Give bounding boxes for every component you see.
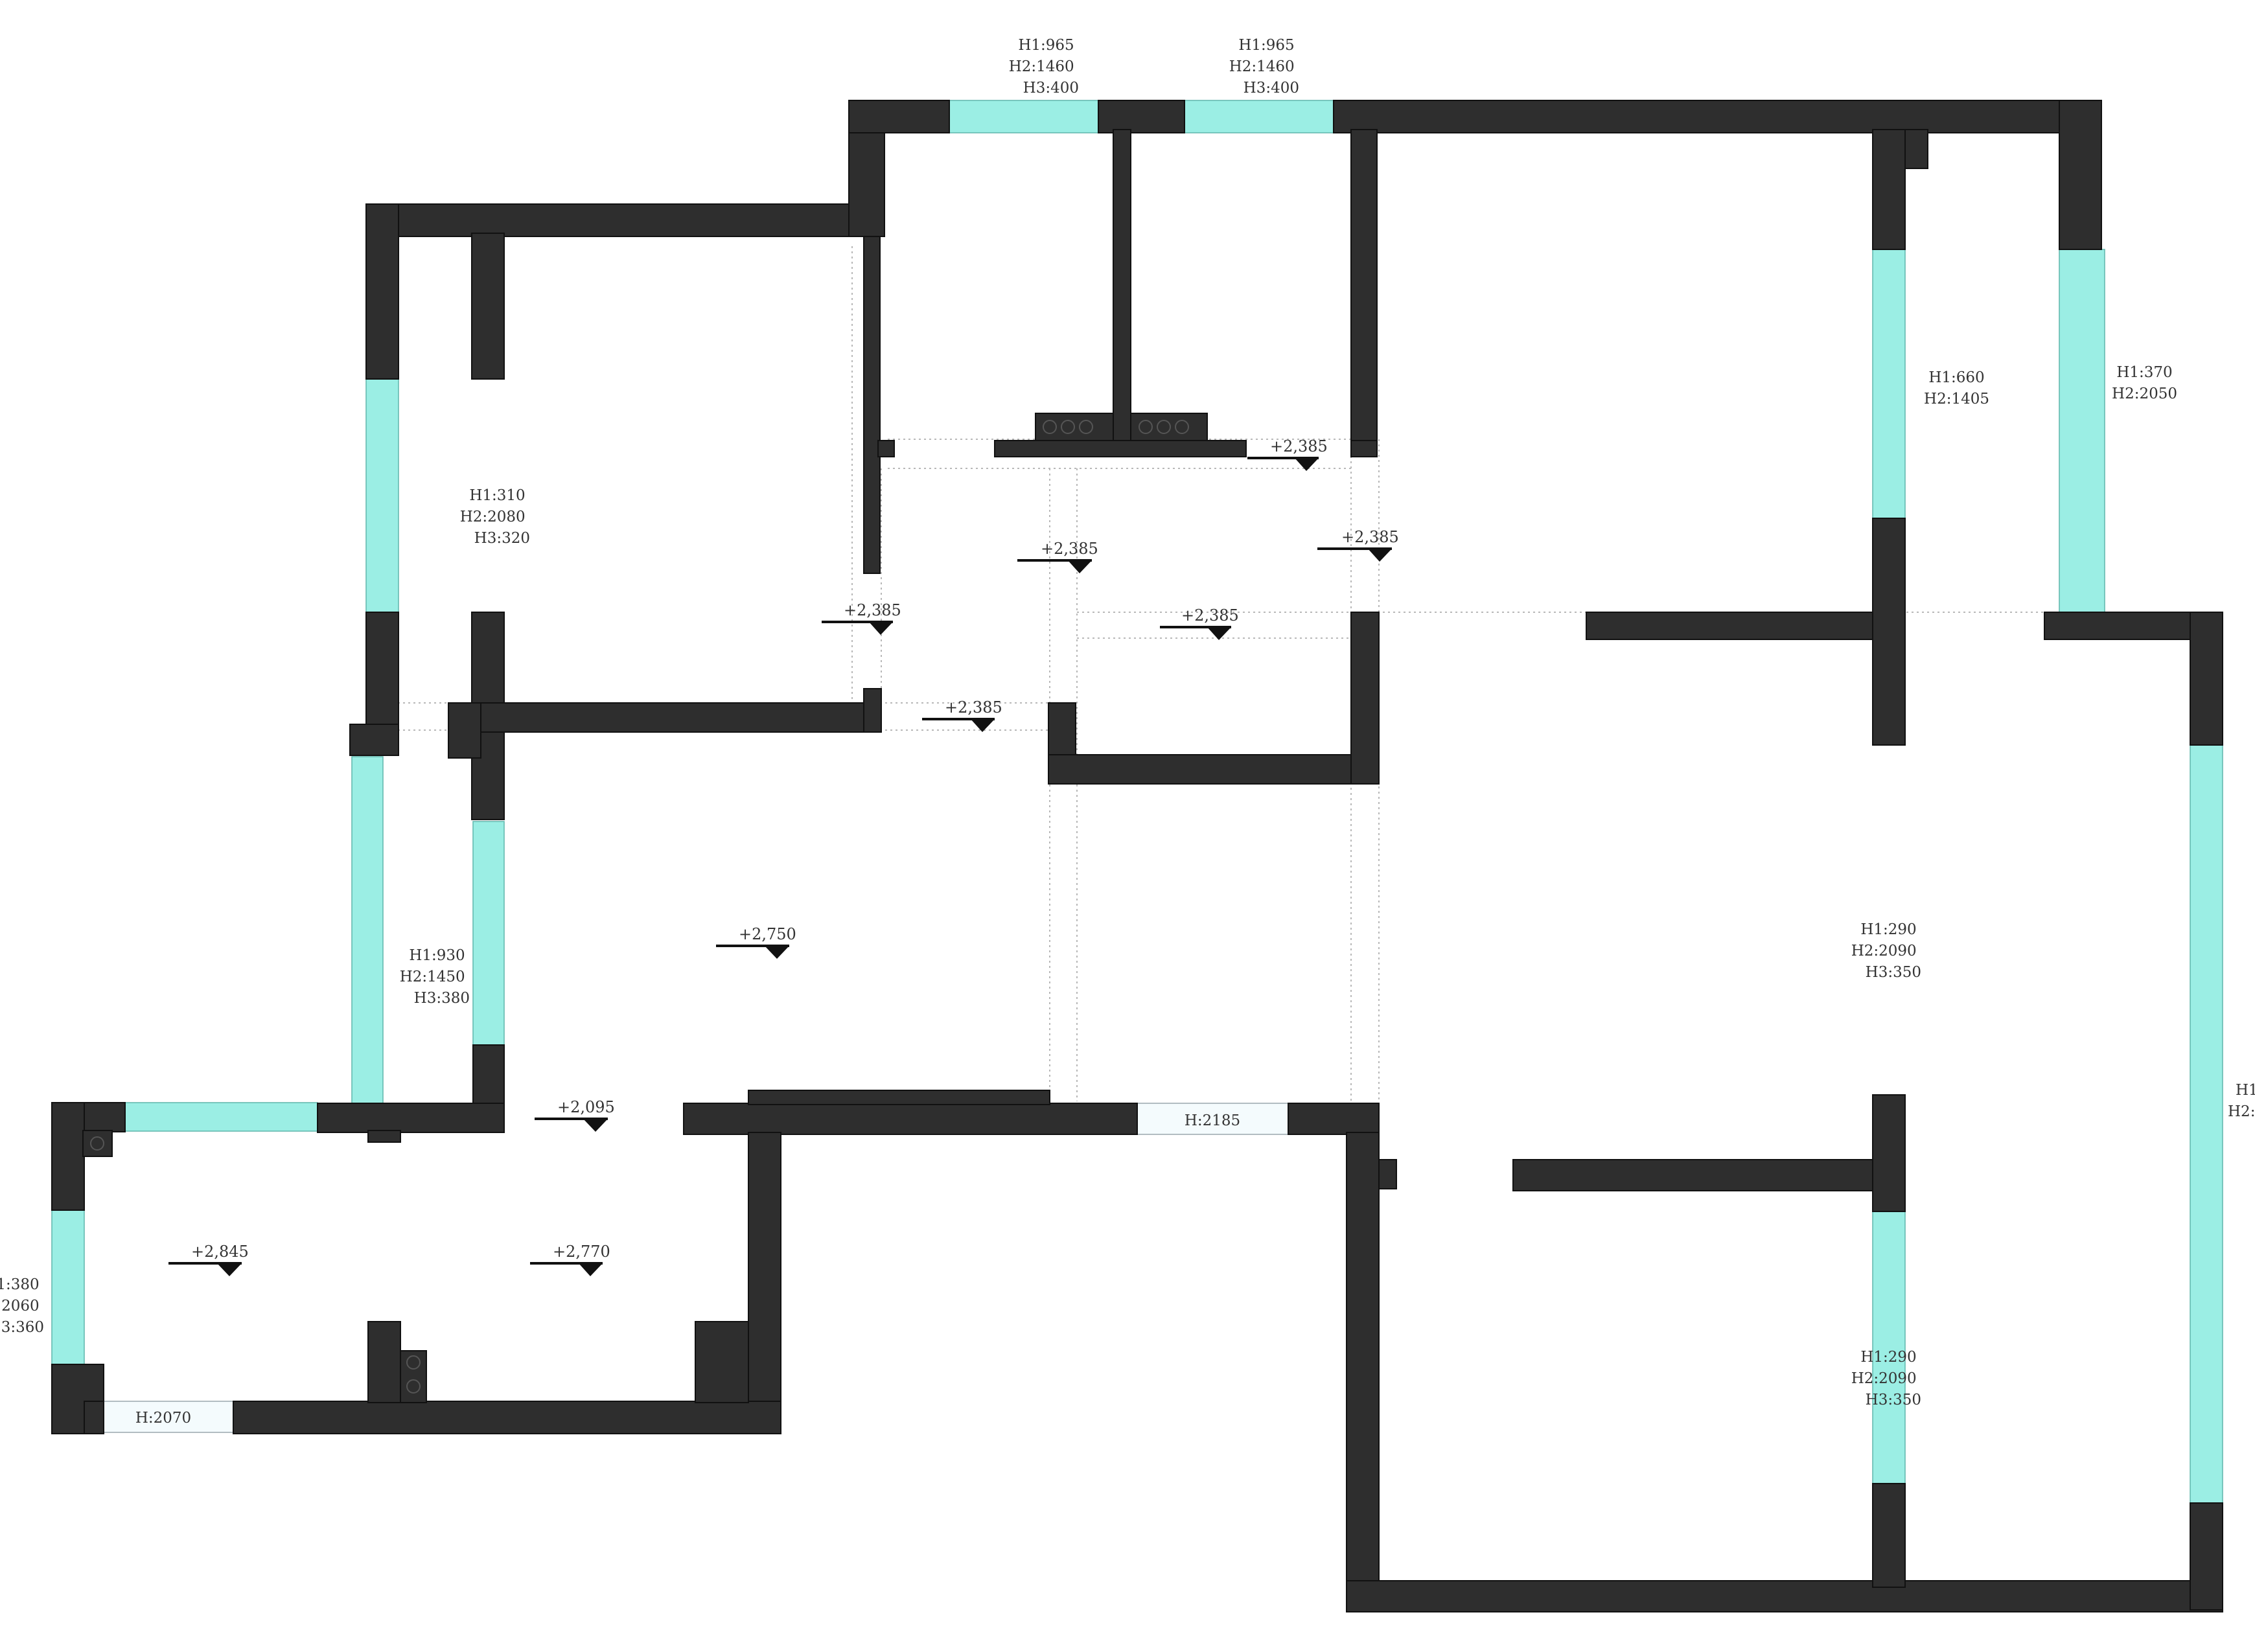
level-marker-balcony-right: +2,770 bbox=[530, 1243, 610, 1276]
window-top-right bbox=[1184, 100, 1334, 133]
window-note-edge-left: 1:380 :2060 3:360 bbox=[0, 1276, 44, 1336]
window-note-living: H1:290 H2:2090 H3:350 bbox=[1851, 921, 1921, 981]
svg-text:+2,385: +2,385 bbox=[844, 601, 901, 619]
svg-text:+2,385: +2,385 bbox=[1041, 540, 1098, 558]
level-marker-passage: +2,385 bbox=[922, 698, 1002, 732]
window-top-left bbox=[949, 100, 1099, 133]
annotations: H1:965 H2:1460 H3:400 H1:965 H2:1460 H3:… bbox=[0, 37, 2255, 1427]
svg-text:+2,385: +2,385 bbox=[1270, 437, 1328, 455]
window-lower-right bbox=[1872, 1211, 1906, 1484]
level-marker-hall-a: +2,385 bbox=[1017, 540, 1098, 573]
level-marker-entry: +2,095 bbox=[535, 1098, 615, 1132]
level-marker-corridor: +2,385 bbox=[1160, 606, 1239, 640]
window-hall-west-a bbox=[351, 756, 384, 1104]
window-east-outer bbox=[2059, 249, 2105, 613]
window-bedroom-west bbox=[365, 378, 399, 613]
svg-text:+2,750: +2,750 bbox=[739, 925, 796, 943]
window-balcony-top bbox=[124, 1102, 318, 1132]
door-opening-center bbox=[1137, 1103, 1289, 1135]
window-east-edge bbox=[2190, 744, 2223, 1504]
window-note-top-left: H1:965 H2:1460 H3:400 bbox=[1009, 37, 1079, 97]
window-note-top-right: H1:965 H2:1460 H3:400 bbox=[1229, 37, 1299, 97]
window-note-lower-right: H1:290 H2:2090 H3:350 bbox=[1851, 1349, 1921, 1408]
walls bbox=[51, 100, 2223, 1612]
level-marker-kitchen-right: +2,385 bbox=[1247, 437, 1328, 471]
window-note-edge-right: H1 H2: bbox=[2228, 1082, 2255, 1120]
door-note-center: H:2185 bbox=[1185, 1112, 1240, 1129]
window-note-hall-west: H1:930 H2:1450 H3:380 bbox=[400, 947, 470, 1007]
window-hall-west-b bbox=[472, 821, 505, 1046]
svg-text:+2,385: +2,385 bbox=[1181, 606, 1239, 625]
svg-text:+2,385: +2,385 bbox=[1341, 528, 1399, 546]
svg-text:+2,845: +2,845 bbox=[191, 1243, 249, 1261]
door-openings bbox=[103, 1103, 1289, 1433]
svg-text:+2,095: +2,095 bbox=[557, 1098, 615, 1116]
window-east-inner bbox=[1872, 249, 1906, 519]
level-marker-bedroom-door: +2,385 bbox=[822, 601, 901, 635]
window-note-east-inner: H1:660 H2:1405 bbox=[1924, 369, 1989, 407]
level-marker-dining: +2,750 bbox=[716, 925, 796, 959]
level-marker-hall-b: +2,385 bbox=[1317, 528, 1399, 562]
door-opening-bottom-left bbox=[103, 1401, 234, 1433]
svg-text:+2,385: +2,385 bbox=[945, 698, 1002, 717]
door-note-bottom-left: H:2070 bbox=[135, 1410, 191, 1427]
level-markers: +2,385 +2,385 +2,385 +2,385 +2,385 +2,38… bbox=[168, 437, 1399, 1276]
level-marker-balcony-left: +2,845 bbox=[168, 1243, 249, 1276]
window-note-east-outer: H1:370 H2:2050 bbox=[2112, 364, 2177, 402]
window-balcony-west bbox=[51, 1210, 85, 1365]
window-note-bedroom-west: H1:310 H2:2080 H3:320 bbox=[460, 487, 530, 547]
svg-text:+2,770: +2,770 bbox=[553, 1243, 610, 1261]
